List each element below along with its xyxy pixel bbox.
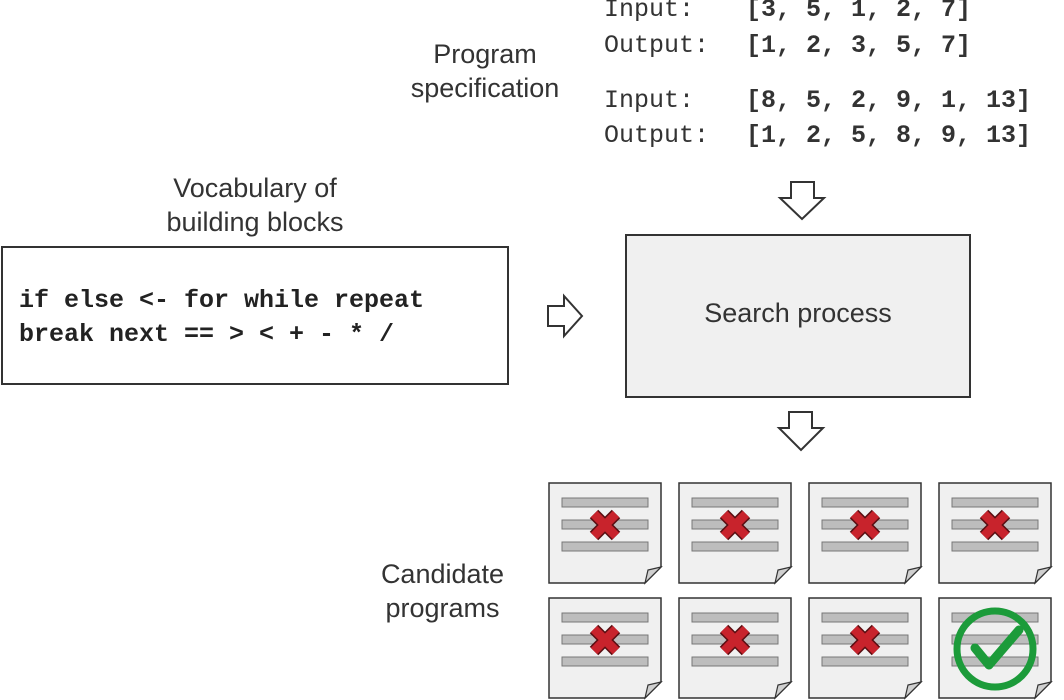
candidate-program: [548, 482, 663, 585]
candidate-program: [678, 597, 793, 700]
vocab-line-1: if else <- for while repeat: [19, 286, 425, 315]
candidate-program: [548, 597, 663, 700]
spec-label-line2: specification: [410, 73, 560, 103]
candidate-program: [808, 597, 923, 700]
vocab-line-2: break next == > < + - * /: [19, 320, 395, 349]
vocab-box: if else <- for while repeat break next =…: [1, 246, 509, 385]
page-fold: [903, 565, 923, 585]
page-fold: [1033, 680, 1053, 700]
code-line: [821, 541, 909, 552]
candidates-label: Candidate programs: [360, 557, 525, 625]
candidates-label-line1: Candidate: [380, 559, 505, 589]
cross-icon: [720, 510, 750, 540]
arrow-icon: [547, 293, 584, 339]
page-fold: [903, 680, 923, 700]
page-fold: [643, 565, 663, 585]
code-line: [691, 497, 779, 508]
search-process-label: Search process: [704, 298, 892, 328]
code-line: [561, 541, 649, 552]
candidate-program: [938, 597, 1053, 700]
page-fold: [1033, 565, 1053, 585]
arrow-icon: [776, 411, 826, 452]
cross-icon: [590, 510, 620, 540]
candidate-grid: [548, 482, 1053, 700]
example-1-output-value: [1, 2, 3, 5, 7]: [746, 31, 972, 60]
code-line: [561, 497, 649, 508]
cross-icon: [850, 625, 880, 655]
cross-icon: [590, 625, 620, 655]
example-1-input-key: Input:: [604, 0, 695, 24]
search-process-box: Search process: [625, 234, 971, 398]
arrow-icon: [777, 181, 827, 221]
example-2-input-key: Input:: [604, 86, 695, 115]
vocab-label-line2: building blocks: [166, 207, 344, 237]
cross-icon: [720, 625, 750, 655]
example-1-output-key: Output:: [604, 31, 710, 60]
example-1-input-value: [3, 5, 1, 2, 7]: [746, 0, 972, 24]
cross-icon: [980, 510, 1010, 540]
code-line: [821, 612, 909, 623]
candidate-program: [938, 482, 1053, 585]
code-line: [821, 656, 909, 667]
code-line: [691, 656, 779, 667]
vocab-label-line1: Vocabulary of: [173, 173, 337, 203]
page-fold: [643, 680, 663, 700]
code-line: [561, 612, 649, 623]
vocab-label: Vocabulary of building blocks: [135, 171, 375, 239]
candidates-label-line2: programs: [385, 593, 500, 623]
code-line: [821, 497, 909, 508]
candidate-program: [678, 482, 793, 585]
example-2-output-key: Output:: [604, 121, 710, 150]
code-line: [951, 634, 1039, 645]
check-icon: [970, 625, 1024, 670]
page-fold: [773, 565, 793, 585]
code-line: [691, 612, 779, 623]
code-line: [951, 541, 1039, 552]
spec-label-line1: Program: [433, 39, 537, 69]
code-line: [691, 541, 779, 552]
page-fold: [773, 680, 793, 700]
code-line: [951, 497, 1039, 508]
code-line: [561, 656, 649, 667]
example-2-output-value: [1, 2, 5, 8, 9, 13]: [746, 121, 1032, 150]
example-2-input-value: [8, 5, 2, 9, 1, 13]: [746, 86, 1032, 115]
candidate-program: [808, 482, 923, 585]
check-circle-icon: [953, 607, 1037, 691]
cross-icon: [850, 510, 880, 540]
spec-label: Program specification: [395, 37, 575, 105]
